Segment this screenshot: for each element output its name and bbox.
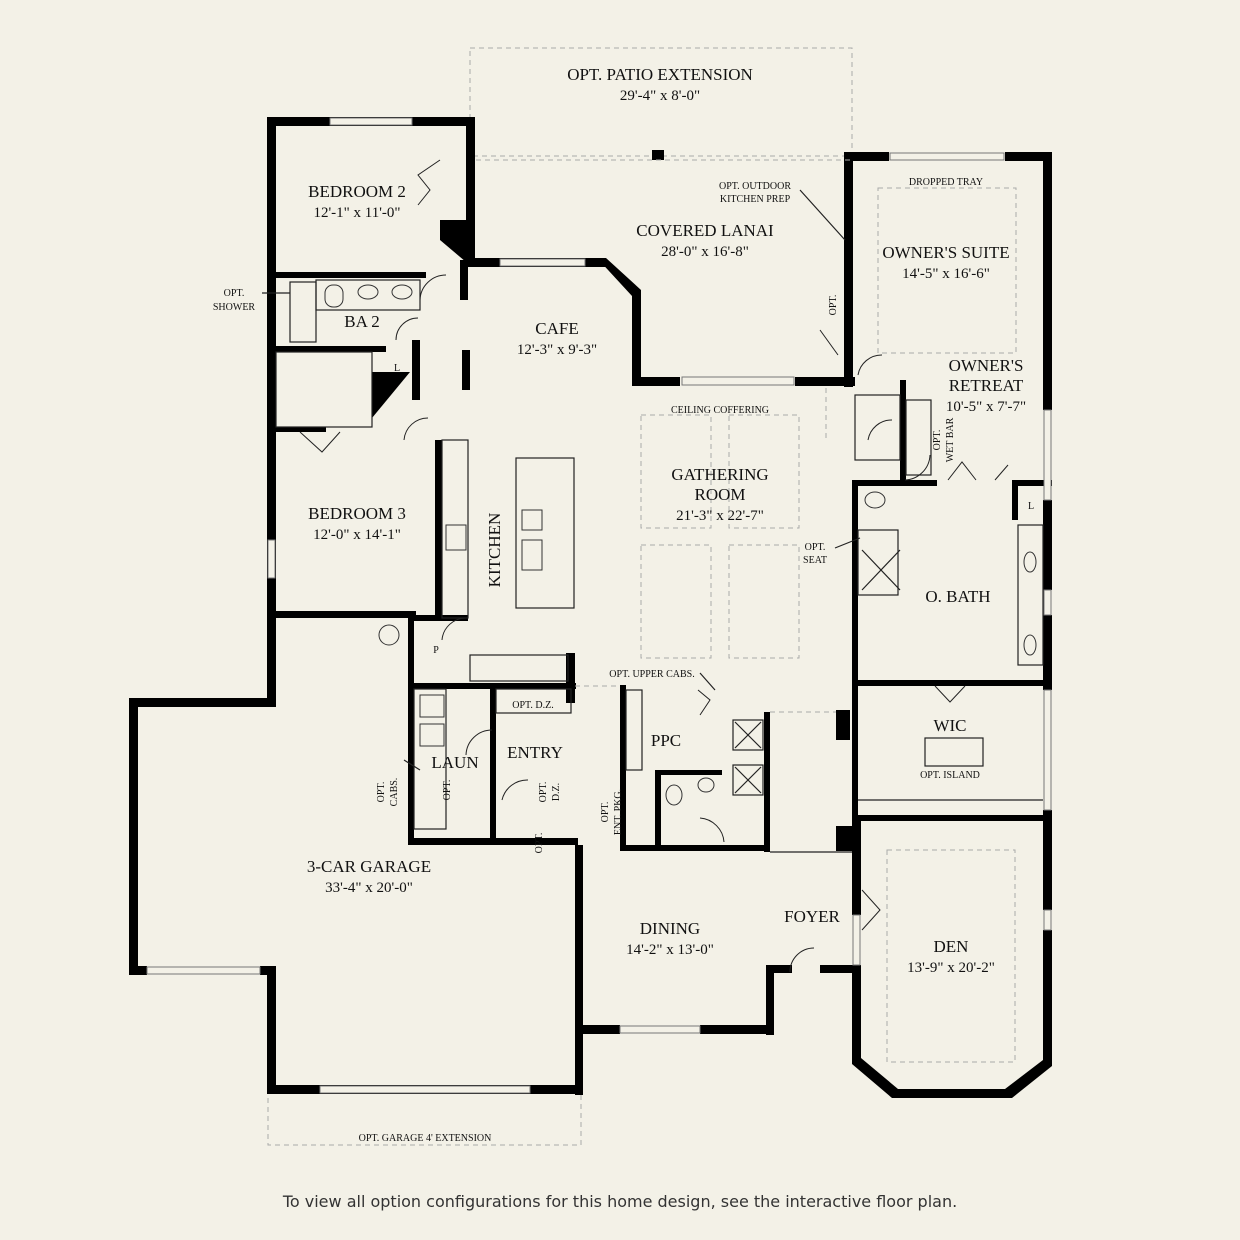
opt-patio-extension-outline [469, 47, 853, 157]
opt-island-label: OPT. ISLAND [920, 770, 980, 781]
walls [129, 117, 1052, 1098]
gathering-room-name-1: GATHERING [671, 465, 768, 484]
opt-laun-label: OPT. [442, 780, 453, 801]
wet-bar-label-2: WET BAR [945, 417, 956, 462]
opt-shower-label-2: SHOWER [213, 302, 256, 313]
covered-lanai-name: COVERED LANAI [636, 221, 774, 240]
ceiling-coffering-label: CEILING COFFERING [671, 405, 769, 416]
dropped-tray-label: DROPPED TRAY [909, 177, 983, 188]
lanai-opt-label: OPT. [828, 295, 839, 316]
patio-extension-dim: 29'-4" x 8'-0" [620, 88, 700, 104]
den-name: DEN [934, 937, 969, 956]
patio-extension-name: OPT. PATIO EXTENSION [567, 65, 753, 84]
opt-cabs-label-2: CABS. [389, 778, 400, 807]
outdoor-kitchen-label-2: KITCHEN PREP [720, 194, 791, 205]
opt-garage-side-label: OPT. [534, 833, 545, 854]
gathering-room-dim: 21'-3" x 22'-7" [676, 508, 764, 524]
cafe-dim: 12'-3" x 9'-3" [517, 342, 597, 358]
doors [299, 159, 1009, 973]
garage-extension-label: OPT. GARAGE 4' EXTENSION [359, 1133, 492, 1144]
outdoor-kitchen-label-1: OPT. OUTDOOR [719, 181, 791, 192]
bedroom2-dim: 12'-1" x 11'-0" [313, 205, 400, 221]
owners-suite-dim: 14'-5" x 16'-6" [902, 266, 990, 282]
foyer-name: FOYER [784, 907, 840, 926]
gathering-room-name-2: ROOM [694, 485, 745, 504]
cafe-name: CAFE [535, 319, 578, 338]
opt-ent-pkg-label-1: OPT. [600, 802, 611, 823]
owners-retreat-name-1: OWNER'S [949, 356, 1024, 375]
ppc-name: PPC [651, 731, 681, 750]
garage-dim: 33'-4" x 20'-0" [325, 880, 413, 896]
opt-upper-cabs-label: OPT. UPPER CABS. [609, 669, 694, 680]
bedroom2-name: BEDROOM 2 [308, 182, 406, 201]
owners-retreat-name-2: RETREAT [949, 376, 1024, 395]
bedroom3-name: BEDROOM 3 [308, 504, 406, 523]
opt-dz-side-label-1: OPT. [538, 782, 549, 803]
laun-name: LAUN [431, 753, 478, 772]
owners-suite-name: OWNER'S SUITE [882, 243, 1009, 262]
opt-dz-side-label-2: D.Z. [551, 783, 562, 801]
ceiling-features [476, 159, 1017, 1063]
dining-name: DINING [640, 919, 700, 938]
den-dim: 13'-9" x 20'-2" [907, 960, 995, 976]
opt-cabs-label-1: OPT. [376, 782, 387, 803]
ba2-name: BA 2 [344, 312, 379, 331]
wet-bar-label-1: OPT. [932, 430, 943, 451]
footer-note: To view all option configurations for th… [282, 1192, 958, 1211]
leader-lines [262, 189, 861, 771]
pantry-label: P [433, 645, 439, 656]
wic-name: WIC [933, 716, 966, 735]
kitchen-name: KITCHEN [485, 513, 504, 588]
interior-lines [275, 279, 1044, 853]
garage-name: 3-CAR GARAGE [307, 857, 431, 876]
opt-ent-pkg-label-2: ENT. PKG. [613, 789, 624, 835]
owners-retreat-dim: 10'-5" x 7'-7" [946, 399, 1026, 415]
bedroom3-dim: 12'-0" x 14'-1" [313, 527, 401, 543]
entry-name: ENTRY [507, 743, 563, 762]
dining-dim: 14'-2" x 13'-0" [626, 942, 714, 958]
windows [146, 117, 1052, 1094]
linen-label-1: L [394, 363, 400, 374]
opt-seat-label-1: OPT. [805, 542, 826, 553]
covered-lanai-dim: 28'-0" x 16'-8" [661, 244, 749, 260]
o-bath-name: O. BATH [925, 587, 990, 606]
opt-seat-label-2: SEAT [803, 555, 827, 566]
linen-label-2: L [1028, 501, 1034, 512]
opt-shower-label-1: OPT. [224, 288, 245, 299]
opt-dz-top-label: OPT. D.Z. [512, 700, 553, 711]
